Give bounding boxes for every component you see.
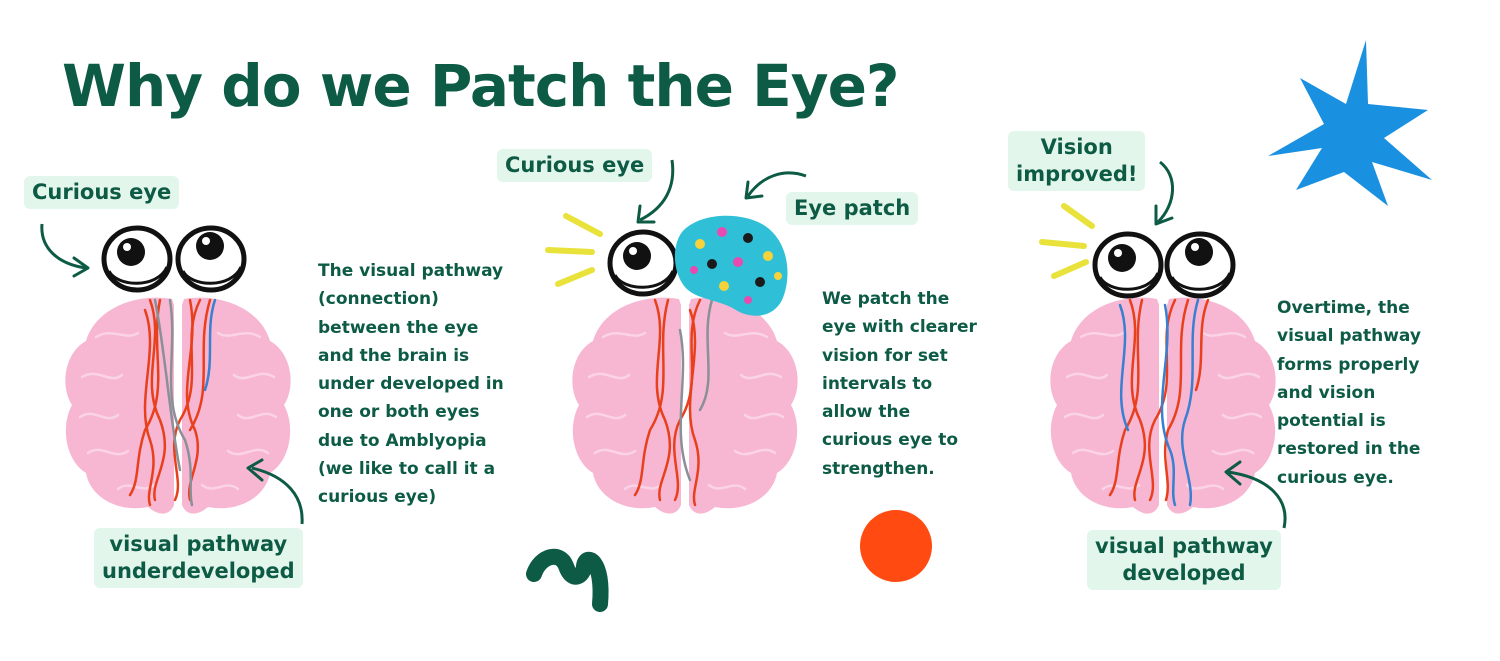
panel3-pathway-arrowhead-icon [1224,460,1242,486]
panel2-eye-arrowhead-icon [636,204,656,224]
vision-improved-label: Vision improved! [1008,131,1146,191]
panel1-curious-eye-label: Curious eye [24,176,180,209]
panel1-eye-arrowhead-icon [72,256,90,278]
panel1-right-googly-eye-icon [178,228,244,290]
panel2-sparkle-icon [545,213,603,287]
panel3-pathway-label: visual pathway developed [1087,530,1281,590]
panel2-googly-eye-icon [610,232,676,294]
panel1-description: The visual pathway (connection) between … [318,261,504,508]
panel1-pathway-label: visual pathway underdeveloped [94,528,303,588]
panel3-pathway-arrow-icon [1227,470,1287,529]
vision-arrowhead-icon [1154,204,1174,226]
dot-icon [860,510,932,582]
eye-patch-icon [674,215,788,316]
panel3-sparkle-icon [1039,203,1095,279]
panel1-pathway-arrow-icon [251,466,304,525]
panel3-left-googly-eye-icon [1095,234,1161,296]
panel2-description: We patch the eye with clearer vision for… [822,289,977,479]
eye-patch-label: Eye patch [786,192,919,225]
panel1-eye-arrow-icon [40,223,87,270]
page-title: Why do we Patch the Eye? [62,52,900,120]
panel2-curious-eye-label: Curious eye [497,149,653,182]
patch-arrow-icon [746,171,807,197]
panel2-eye-arrow-icon [639,159,675,222]
panel1-brain-icon [64,296,292,515]
panel3-right-googly-eye-icon [1167,234,1233,296]
panel1-left-googly-eye-icon [104,228,170,290]
star-icon [1268,40,1432,206]
panel2-brain-icon [571,296,799,515]
squiggle-icon [526,548,609,612]
panel3-description: Overtime, the visual pathway forms prope… [1277,298,1421,488]
panel1-pathway-arrowhead-icon [246,458,264,482]
panel3-brain-icon [1049,296,1277,515]
vision-arrow-icon [1156,160,1174,224]
patch-arrowhead-icon [744,180,764,200]
